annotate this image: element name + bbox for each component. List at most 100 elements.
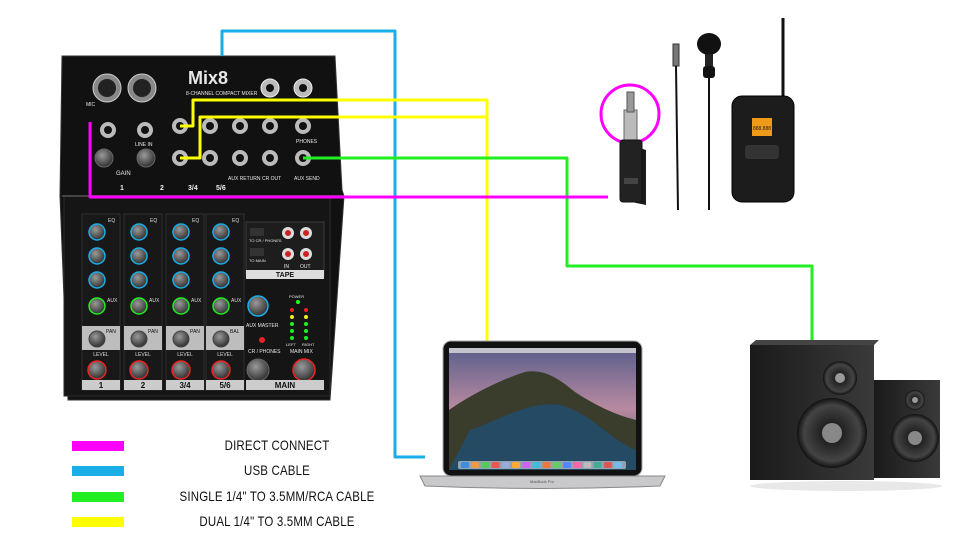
level-knob — [171, 360, 191, 380]
cables — [88, 29, 814, 459]
dock-app-icon[interactable] — [461, 462, 469, 468]
dock-app-icon[interactable] — [563, 462, 571, 468]
eq-label: EQ — [150, 218, 157, 224]
aux-label: AUX — [107, 298, 118, 304]
meter-led-left — [290, 336, 294, 340]
channel-number: 5/6 — [219, 381, 231, 390]
dual-cable-b — [180, 115, 487, 160]
channel-top-number: 1 — [120, 185, 124, 192]
dock-app-icon[interactable] — [552, 462, 561, 468]
mixer-brand: Mix8 — [188, 68, 228, 88]
level-label: LEVEL — [93, 352, 109, 358]
bodypack-transmitter: 888.888 — [731, 18, 795, 203]
meter-led-right — [304, 336, 308, 340]
dock-app-icon[interactable] — [614, 462, 622, 468]
direct-cable — [88, 122, 608, 199]
tape-label: TAPE — [276, 272, 294, 279]
channel-number: 3/4 — [179, 381, 191, 390]
aux-knob — [130, 297, 148, 315]
right-label: RIGHT — [302, 342, 315, 347]
dock-app-icon[interactable] — [512, 462, 520, 468]
channel-number: 2 — [141, 381, 146, 390]
to-cr-phones-label: TO CR / PHONES — [249, 238, 282, 243]
aux-return-label: AUX RETURN — [228, 176, 261, 182]
dock-app-icon[interactable] — [542, 462, 551, 468]
level-label: LEVEL — [135, 352, 151, 358]
tape-in-label: IN — [284, 264, 289, 270]
mixer: Mix8 8-CHANNEL COMPACT MIXER MIC LINE IN… — [59, 55, 345, 401]
level-knob — [211, 360, 231, 380]
channel-top-number: 2 — [160, 185, 164, 192]
cr-out-label: CR OUT — [262, 176, 281, 182]
eq-knob — [130, 223, 148, 241]
cr-phones-label: CR / PHONES — [248, 349, 281, 355]
dock-app-icon[interactable] — [603, 462, 612, 468]
meter-led-left — [290, 329, 294, 333]
level-label: LEVEL — [217, 352, 233, 358]
pan-label: BAL — [230, 329, 240, 335]
legend-swatch-usb — [72, 466, 124, 476]
eq-knob — [88, 271, 106, 289]
dock-app-icon[interactable] — [573, 462, 582, 468]
dock-app-icon[interactable] — [593, 462, 602, 468]
bodypack-display: 888.888 — [753, 126, 771, 132]
dock-app-icon[interactable] — [481, 462, 490, 468]
meter-led-left — [290, 315, 294, 319]
meter-led-left — [290, 322, 294, 326]
channel-strip: EQ AUX BAL LEVEL 5/6 — [205, 213, 245, 391]
channel-number: 1 — [99, 381, 104, 390]
pan-label: PAN — [148, 329, 158, 335]
legend-label-direct: DIRECT CONNECT — [224, 437, 330, 453]
eq-knob — [212, 223, 230, 241]
meter-led-right — [304, 329, 308, 333]
channel-main-label: MAIN — [275, 381, 296, 390]
channel-top-number: 3/4 — [188, 185, 198, 192]
aux-knob — [212, 297, 230, 315]
gain-label: GAIN — [116, 171, 131, 177]
channel-top-number: 5/6 — [216, 185, 226, 192]
dock-app-icon[interactable] — [532, 462, 541, 468]
dock-app-icon[interactable] — [491, 462, 500, 468]
mic-label: MIC — [86, 102, 96, 108]
eq-label: EQ — [232, 218, 239, 224]
eq-knob — [212, 271, 230, 289]
dock-app-icon[interactable] — [522, 462, 531, 468]
eq-knob — [172, 271, 190, 289]
dock-app-icon[interactable] — [471, 462, 480, 468]
speakers — [750, 340, 942, 491]
aux-knob — [88, 297, 106, 315]
legend-swatch-direct — [72, 441, 124, 451]
meter-led-right — [304, 308, 308, 312]
meter-led-right — [304, 315, 308, 319]
legend-label-usb: USB CABLE — [244, 462, 310, 478]
dock-app-icon[interactable] — [583, 462, 592, 468]
legend-swatch-dual — [72, 517, 124, 527]
tape-out-label: OUT — [300, 264, 311, 270]
eq-knob — [172, 247, 190, 265]
level-label: LEVEL — [177, 352, 193, 358]
pan-knob — [130, 330, 148, 348]
aux-label: AUX — [231, 298, 242, 304]
mixer-subtitle: 8-CHANNEL COMPACT MIXER — [186, 91, 258, 97]
level-knob — [129, 360, 149, 380]
dock-app-icon[interactable] — [501, 462, 510, 468]
eq-label: EQ — [192, 218, 199, 224]
left-label: LEFT — [286, 342, 296, 347]
laptop: MacBook Pro — [419, 340, 666, 489]
aux-send-label: AUX SEND — [294, 176, 320, 182]
main-mix-label: MAIN MIX — [290, 349, 313, 355]
eq-knob — [172, 223, 190, 241]
aux-knob — [172, 297, 190, 315]
eq-knob — [212, 247, 230, 265]
eq-knob — [88, 223, 106, 241]
dual-cable-a — [180, 98, 489, 342]
pan-knob — [88, 330, 106, 348]
legend-label-single: SINGLE 1/4" TO 3.5MM/RCA CABLE — [179, 488, 375, 504]
eq-label: EQ — [108, 218, 115, 224]
aux-label: AUX — [191, 298, 202, 304]
eq-knob — [130, 247, 148, 265]
